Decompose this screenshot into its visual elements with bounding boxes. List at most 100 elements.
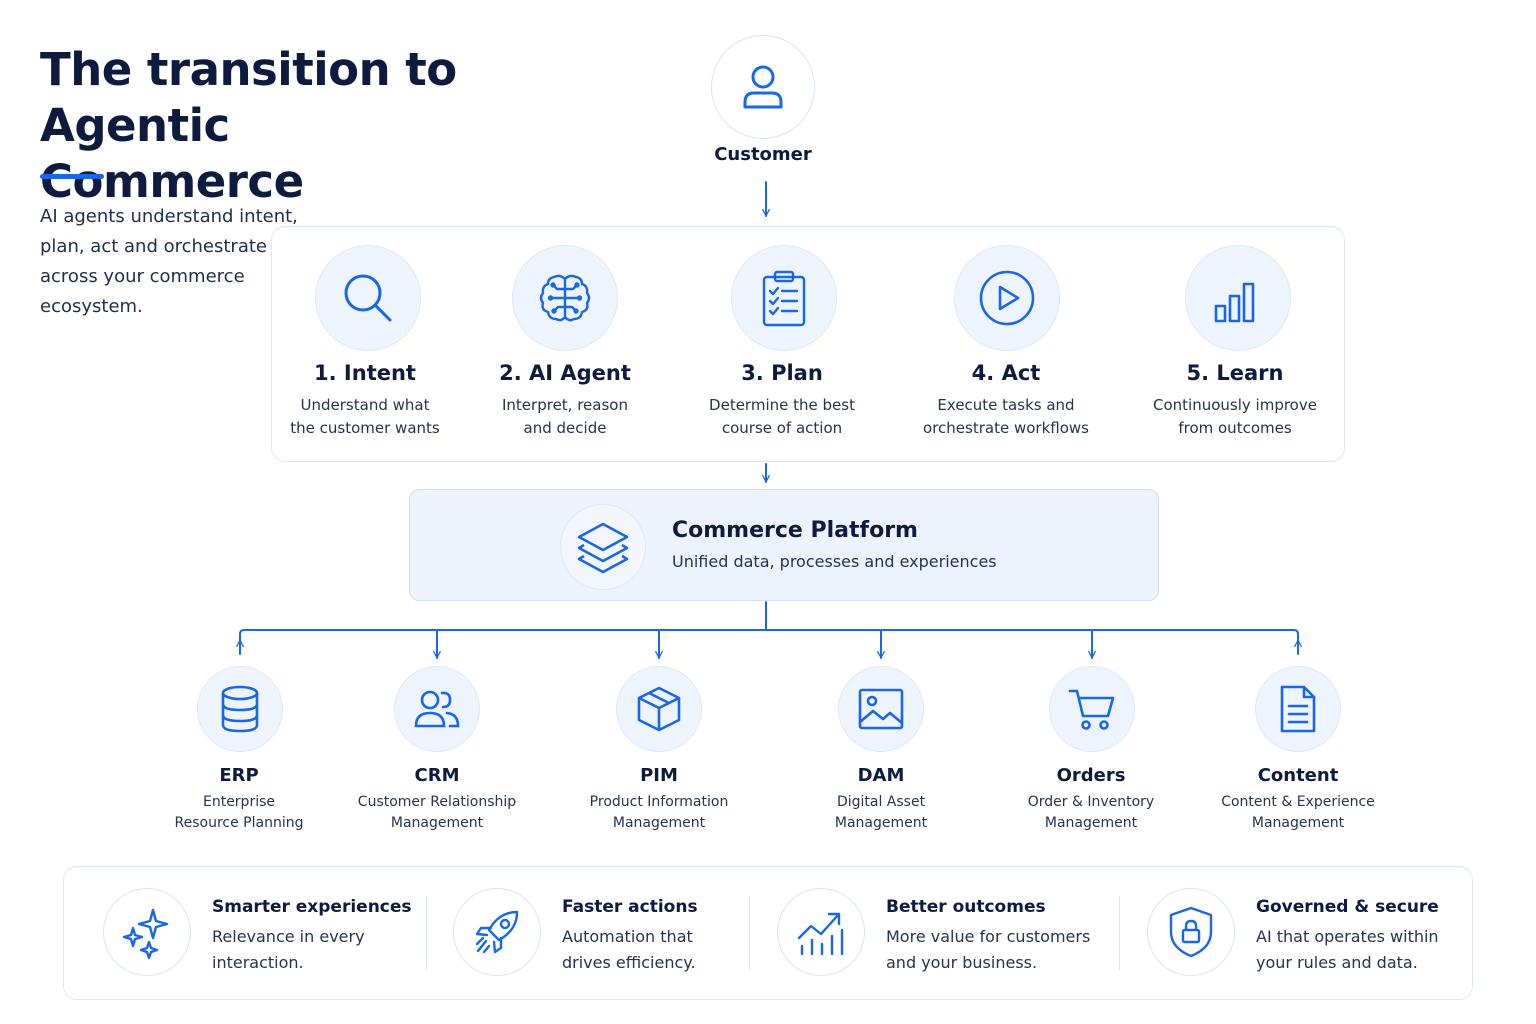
benefit-desc-line: Relevance in every bbox=[212, 927, 365, 946]
system-desc-line: Management bbox=[612, 815, 706, 831]
step-desc-line: from outcomes bbox=[1178, 419, 1292, 437]
step-plan-node bbox=[731, 245, 837, 351]
layers-icon bbox=[577, 522, 629, 574]
user-icon bbox=[743, 65, 783, 109]
benefit-desc-line: Automation that bbox=[562, 927, 693, 946]
system-desc-line: Enterprise bbox=[202, 794, 276, 810]
step-desc-line: Determine the best bbox=[709, 396, 855, 414]
step-desc-line: Understand what bbox=[300, 396, 430, 414]
system-desc-line: Digital Asset bbox=[836, 794, 926, 810]
system-desc-line: Order & Inventory bbox=[1027, 794, 1155, 810]
system-desc-line: Management bbox=[834, 815, 928, 831]
step-desc-line: course of action bbox=[721, 419, 843, 437]
step-desc-line: and decide bbox=[523, 419, 607, 437]
benefit-title: Smarter experiences bbox=[212, 897, 412, 917]
benefit-description: Automation that drives efficiency. bbox=[562, 924, 696, 976]
step-description: Understand what the customer wants bbox=[255, 394, 475, 440]
system-title: Orders bbox=[1056, 765, 1126, 786]
step-title: 1. Intent bbox=[314, 361, 416, 385]
benefit-title: Governed & secure bbox=[1256, 897, 1439, 917]
benefit-divider bbox=[749, 896, 750, 970]
step-description: Determine the best course of action bbox=[672, 394, 892, 440]
document-icon bbox=[1280, 685, 1316, 733]
system-description: Customer Relationship Management bbox=[337, 792, 537, 834]
clipboard-checklist-icon bbox=[762, 270, 806, 327]
system-title: CRM bbox=[414, 765, 460, 786]
platform-icon-circle bbox=[560, 504, 646, 590]
benefit-description: Relevance in every interaction. bbox=[212, 924, 365, 976]
benefit-desc-line: AI that operates within bbox=[1256, 927, 1439, 946]
sparkles-icon bbox=[122, 908, 169, 960]
benefit-secure-icon-circle bbox=[1147, 888, 1235, 976]
system-desc-line: Content & Experience bbox=[1221, 794, 1375, 810]
step-title: 2. AI Agent bbox=[499, 361, 631, 385]
step-title: 3. Plan bbox=[741, 361, 823, 385]
step-learn-node bbox=[1185, 245, 1291, 351]
system-desc-line: Management bbox=[1044, 815, 1138, 831]
platform-subtitle: Unified data, processes and experiences bbox=[672, 552, 997, 571]
image-icon bbox=[858, 688, 904, 730]
benefits-panel bbox=[63, 866, 1473, 1000]
customer-node bbox=[711, 35, 815, 139]
benefit-desc-line: More value for customers bbox=[886, 927, 1091, 946]
page-title: The transition to Agentic Commerce bbox=[40, 42, 500, 210]
step-intent-node bbox=[315, 245, 421, 351]
step-desc-line: orchestrate workflows bbox=[923, 419, 1089, 437]
system-crm-node bbox=[394, 666, 480, 752]
system-erp-node bbox=[197, 666, 283, 752]
search-icon bbox=[344, 274, 392, 322]
growth-chart-icon bbox=[797, 912, 844, 956]
commerce-platform-box bbox=[409, 489, 1159, 601]
title-accent-bar bbox=[40, 174, 104, 179]
step-act-node bbox=[954, 245, 1060, 351]
system-description: Digital Asset Management bbox=[781, 792, 981, 834]
system-title: Content bbox=[1257, 765, 1339, 786]
system-desc-line: Management bbox=[1251, 815, 1345, 831]
system-title: PIM bbox=[640, 765, 678, 786]
bar-chart-icon bbox=[1214, 282, 1255, 323]
intro-line: plan, act and orchestrate bbox=[40, 236, 267, 257]
shield-lock-icon bbox=[1169, 906, 1213, 958]
system-description: Enterprise Resource Planning bbox=[139, 792, 339, 834]
benefit-title: Better outcomes bbox=[886, 897, 1046, 917]
benefit-faster-icon-circle bbox=[453, 888, 541, 976]
users-icon bbox=[414, 690, 460, 728]
step-description: Continuously improve from outcomes bbox=[1125, 394, 1345, 440]
system-orders-node bbox=[1049, 666, 1135, 752]
intro-line: AI agents understand intent, bbox=[40, 206, 298, 227]
play-icon bbox=[979, 270, 1035, 326]
platform-title: Commerce Platform bbox=[672, 518, 918, 543]
benefit-desc-line: your rules and data. bbox=[1256, 953, 1418, 972]
benefit-divider bbox=[426, 896, 427, 970]
intro-line: ecosystem. bbox=[40, 296, 143, 317]
intro-line: across your commerce bbox=[40, 266, 245, 287]
system-desc-line: Product Information bbox=[589, 794, 729, 810]
benefit-desc-line: and your business. bbox=[886, 953, 1038, 972]
step-desc-line: the customer wants bbox=[290, 419, 440, 437]
step-description: Interpret, reason and decide bbox=[455, 394, 675, 440]
benefit-desc-line: interaction. bbox=[212, 953, 304, 972]
step-desc-line: Continuously improve bbox=[1153, 396, 1317, 414]
system-dam-node bbox=[838, 666, 924, 752]
system-desc-line: Management bbox=[390, 815, 484, 831]
benefit-description: AI that operates within your rules and d… bbox=[1256, 924, 1439, 976]
benefit-divider bbox=[1119, 896, 1120, 970]
title-line-1: The transition to bbox=[40, 43, 457, 96]
system-content-node bbox=[1255, 666, 1341, 752]
system-desc-line: Customer Relationship bbox=[357, 794, 517, 810]
system-description: Content & Experience Management bbox=[1198, 792, 1398, 834]
benefit-outcomes-icon-circle bbox=[777, 888, 865, 976]
benefit-description: More value for customers and your busine… bbox=[886, 924, 1090, 976]
database-icon bbox=[221, 685, 259, 733]
cart-icon bbox=[1068, 689, 1115, 730]
step-title: 4. Act bbox=[971, 361, 1041, 385]
benefit-smarter-icon-circle bbox=[103, 888, 191, 976]
step-title: 5. Learn bbox=[1186, 361, 1284, 385]
step-agent-node bbox=[512, 245, 618, 351]
system-desc-line: Resource Planning bbox=[174, 815, 304, 831]
system-pim-node bbox=[616, 666, 702, 752]
system-bus bbox=[239, 629, 1299, 641]
benefit-desc-line: drives efficiency. bbox=[562, 953, 696, 972]
step-description: Execute tasks and orchestrate workflows bbox=[896, 394, 1116, 440]
